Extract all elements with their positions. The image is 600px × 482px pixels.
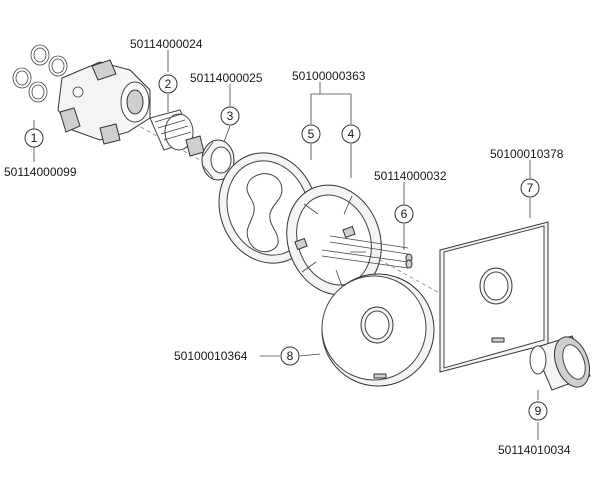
svg-text:6: 6	[401, 207, 408, 221]
callout-7: 7	[520, 178, 540, 198]
valve-body	[57, 59, 151, 145]
round-trim-plate	[321, 273, 435, 387]
callout-2: 2	[158, 74, 178, 94]
svg-text:8: 8	[287, 349, 294, 363]
svg-text:3: 3	[227, 109, 234, 123]
screws	[321, 235, 413, 269]
handle-sleeve	[529, 335, 591, 391]
label-part-7: 50100010378	[490, 147, 564, 161]
label-part-4-5: 50100000363	[292, 69, 366, 83]
label-part-6: 50114000032	[374, 169, 447, 183]
cartridge	[149, 109, 205, 157]
label-part-1: 50114000099	[4, 165, 77, 179]
label-part-2: 50114000024	[130, 37, 203, 51]
nut-ring	[201, 139, 235, 181]
square-trim-plate	[439, 221, 549, 373]
svg-text:7: 7	[527, 181, 534, 195]
o-rings	[12, 44, 68, 103]
callout-9: 9	[528, 401, 548, 421]
svg-text:1: 1	[31, 131, 38, 145]
label-part-8: 50100010364	[174, 349, 248, 363]
label-part-9: 50114010034	[498, 443, 571, 457]
svg-text:4: 4	[348, 127, 355, 141]
mounting-frame	[286, 184, 382, 296]
label-part-3: 50114000025	[190, 71, 263, 85]
svg-text:2: 2	[165, 77, 172, 91]
callout-1: 1	[24, 128, 44, 148]
leader-lines	[33, 50, 539, 440]
callout-4: 4	[341, 124, 361, 144]
callout-8: 8	[280, 346, 300, 366]
callout-6: 6	[394, 204, 414, 224]
svg-text:5: 5	[308, 127, 315, 141]
callout-3: 3	[220, 106, 240, 126]
svg-text:9: 9	[535, 404, 542, 418]
callout-5: 5	[301, 124, 321, 144]
